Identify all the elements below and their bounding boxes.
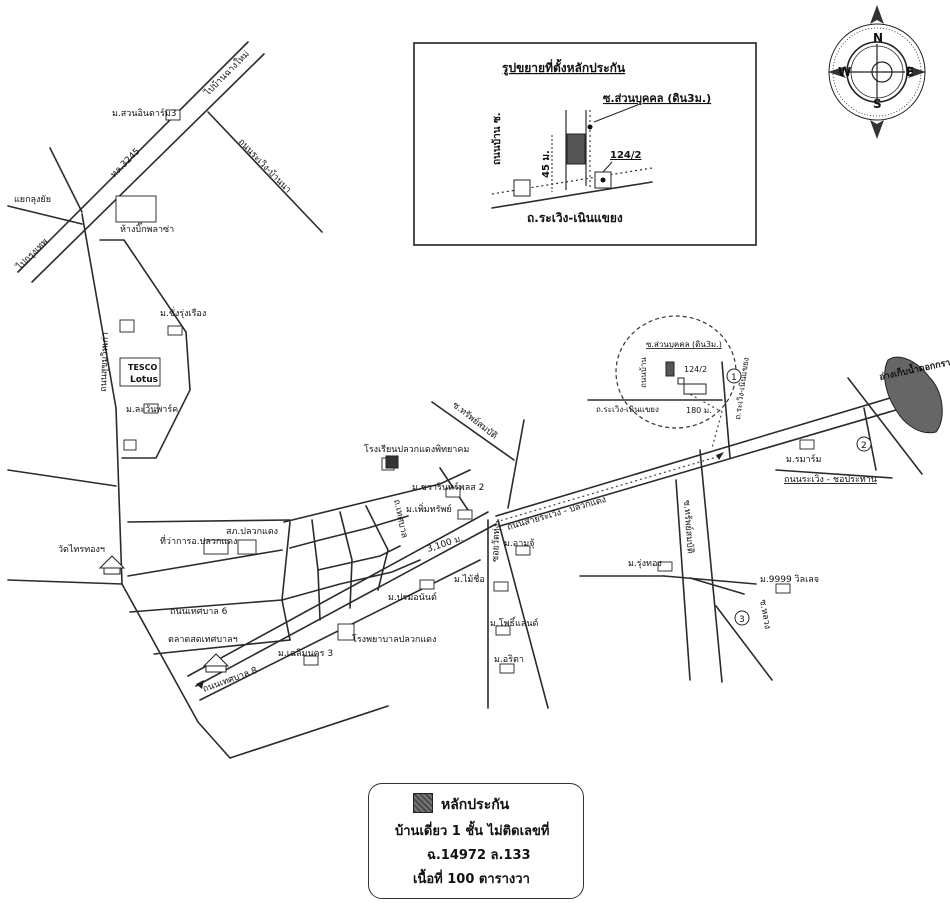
reservoir-shape	[884, 356, 943, 434]
inset-title: รูปขยายที่ตั้งหลักประกัน	[502, 58, 626, 76]
marker-3: 3	[739, 615, 745, 625]
label-district-office: ที่ว่าการอ.ปลวกแดง	[160, 534, 237, 547]
compass-rose: N E S W	[828, 5, 926, 139]
building-icons	[115, 109, 815, 674]
collateral-swatch	[413, 793, 433, 813]
compass-e: E	[906, 65, 914, 79]
label-soi-luang: ซ.หลวง	[757, 599, 772, 630]
compass-n: N	[873, 31, 883, 45]
inset-soi-label: ซ.ส่วนบุคคล (ดิน3ม.)	[603, 92, 711, 106]
label-police: สภ.ปลวกแดง	[226, 527, 278, 537]
marker-1: 1	[731, 373, 737, 383]
label-hospital: โรงพยาบาลปลวกแดง	[352, 634, 436, 645]
label-sunset: ม.ละวันพาร์ค	[126, 403, 178, 415]
label-phoemsap: ม.เพิ่มทรัพย์	[406, 502, 452, 515]
label-arita: ม.อริตา	[494, 654, 524, 665]
label-soi-wat: ซอยวัดทุ่ง	[491, 524, 502, 562]
legend-line3: เนื้อที่ 100 ตารางวา	[413, 872, 530, 887]
callout-soi: ซ.ส่วนบุคคล (ดิน3ม.)	[646, 340, 722, 349]
label-chawarin: ม.ชวารินทร์พลส 2	[412, 481, 484, 493]
inset-house-number: 124/2	[610, 150, 642, 161]
callout-124: 124/2	[684, 365, 707, 374]
label-junction: แยกลุงยัย	[14, 195, 51, 205]
label-sukhumvit: ถนนสุขุมวิทเก่า	[98, 332, 111, 392]
label-school: โรงเรียนปลวกแดงพิทยาคม	[364, 444, 469, 455]
label-maichue: ม.ไม้ชื่อ	[454, 572, 485, 585]
label-tesco-2: Lotus	[130, 375, 158, 385]
collateral-marker	[385, 455, 399, 469]
label-bangkok-dir: ไปกรุงเทพ	[14, 236, 51, 273]
label-market: ตลาดสดเทศบาลฯ	[168, 635, 238, 645]
legend-line1: บ้านเดี่ยว 1 ชั้น ไม่ติดเลขที่	[395, 824, 550, 839]
label-pluakdaeng-road: ถนนสายระเวิง - ปลวกแดง	[506, 494, 608, 533]
label-pramon: ม.ปรมอนันต์	[388, 591, 437, 603]
callout-circle: ซ.ส่วนบุคคล (ดิน3ม.) 124/2 ถ.ระเวิง-เนิน…	[596, 315, 751, 429]
label-tesaban-6: ถนนเทศบาล 6	[170, 607, 228, 617]
legend-box: หลักประกัน บ้านเดี่ยว 1 ชั้น ไม่ติดเลขที…	[368, 783, 584, 899]
inset-distance: 45 ม.	[541, 150, 552, 178]
label-sangrung: ม.ชั่งรุ่งเรือง	[160, 306, 206, 319]
market-icon	[202, 653, 230, 673]
callout-180: 180 ม.	[686, 406, 712, 415]
label-temple: วัดไทรทองฯ	[58, 544, 105, 555]
label-house-9999: ม.9999 วิลเลจ	[760, 574, 819, 585]
label-mall: ห้างบิ๊กพลาซ่า	[120, 222, 174, 235]
label-route-3245: ทล.3245	[109, 147, 142, 180]
inset-road-name: ถ.ระเวิง-เนินแขยง	[527, 211, 623, 225]
label-ramaraya: ม.รมาร์ม	[786, 453, 821, 465]
inset-collateral-plot	[566, 133, 586, 165]
label-rawiang-khao: ถนนระเวิง - ชอประทาน	[784, 474, 877, 485]
label-rawiang-road: ถนนระเวิง-บ้านนา	[236, 136, 293, 195]
legend-swatch-label: หลักประกัน	[441, 797, 510, 813]
temple-icon	[98, 555, 126, 575]
label-amulet: ม.อามจุ้	[504, 538, 534, 549]
numbered-markers: 1 2 3	[726, 368, 872, 626]
callout-thaen: ถนนบ้าน	[639, 357, 648, 388]
callout-road: ถ.ระเวิง-เนินแขยง	[596, 405, 659, 414]
inset-side-road: ถนนบ้าน ซ.	[491, 112, 503, 165]
roads	[7, 41, 923, 759]
legend-line2: ฉ.14972 ล.133	[427, 848, 531, 863]
marker-2: 2	[861, 441, 867, 451]
label-phorland: ม.โพธิ์แลนด์	[490, 616, 539, 629]
compass-s: S	[873, 97, 882, 111]
inset-map: รูปขยายที่ตั้งหลักประกัน ซ.ส่วนบุคคล (ดิ…	[413, 42, 757, 246]
label-tesco-1: TESCO	[128, 363, 158, 372]
label-kaset-road: ซ.ทรัพย์สมบัติ	[681, 499, 697, 554]
compass-w: W	[838, 65, 851, 79]
label-chalermnakorn: ม.เฉลิมนคร 3	[278, 648, 333, 659]
label-suan-indra: ม.สวนอินดาร์ม3	[112, 107, 176, 119]
label-rungthong: ม.รุ่งทอง	[628, 559, 662, 569]
